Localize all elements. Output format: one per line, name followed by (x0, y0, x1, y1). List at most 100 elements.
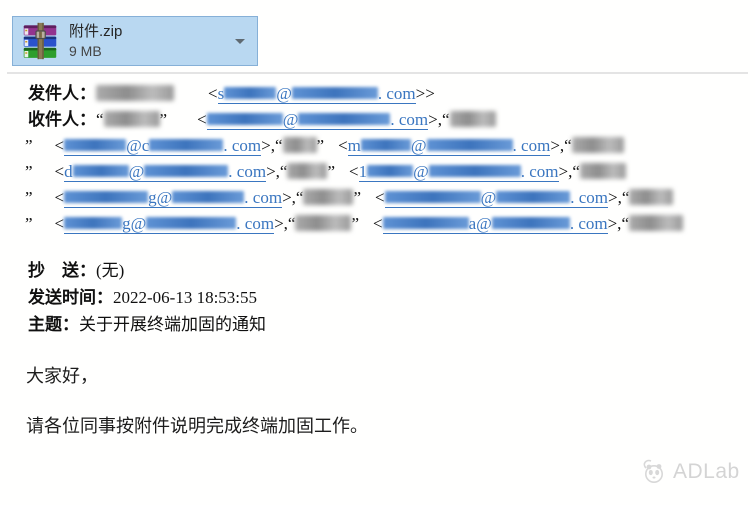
redacted-email-blur (382, 217, 469, 229)
redacted-email-blur (428, 165, 521, 177)
redacted-email-blur (224, 87, 277, 99)
header-text: >> (415, 84, 435, 103)
email-text: d (64, 162, 73, 181)
redacted-email-blur (64, 191, 149, 203)
header-text: < (54, 188, 65, 207)
sent-time-label: 发送时间： (28, 288, 113, 307)
redacted-email-blur (206, 113, 283, 125)
email-text: @ (413, 162, 429, 181)
email-address-link[interactable]: a@. com (382, 214, 608, 234)
header-text: < (338, 136, 348, 155)
meta-lines: 抄 送：(无) 发送时间：2022-06-13 18:53:55 主题：关于开展… (28, 257, 683, 338)
sent-time-line: 发送时间：2022-06-13 18:53:55 (28, 284, 683, 311)
email-text: @ (410, 136, 427, 155)
email-address-link[interactable]: m@. com (347, 136, 551, 156)
email-text: . com (244, 188, 283, 207)
email-address-link[interactable]: g@. com (64, 188, 283, 208)
header-text: < (208, 84, 218, 103)
header-text: ” (159, 110, 168, 129)
email-text: . com (512, 136, 551, 155)
email-address-link[interactable]: @ . com (384, 188, 609, 208)
email-text: s (217, 84, 225, 103)
to-line-continued: ”<g@. com>,“”<a@. com>,“ (25, 211, 683, 237)
mail-headers: 发件人：<s@. com>> 收件人：“”<@. com>,“”<@c. com… (25, 81, 683, 338)
redacted-name-blur (303, 189, 354, 205)
email-text: g@ (122, 214, 147, 233)
redacted-name-blur (579, 163, 626, 179)
header-text: >, (607, 214, 622, 233)
redacted-email-blur (146, 217, 237, 229)
email-text: . com (570, 188, 609, 207)
header-text: “ (287, 214, 296, 233)
redacted-email-blur (64, 139, 127, 151)
header-text: “ (295, 188, 304, 207)
sent-time-value: 2022-06-13 18:53:55 (113, 288, 258, 307)
adlab-watermark-text: ADLab (673, 460, 740, 483)
cc-label: 抄 送： (28, 261, 96, 280)
header-text: ” (351, 214, 360, 233)
header-text: < (373, 214, 383, 233)
header-text: >, (608, 188, 622, 207)
redacted-name-blur (629, 189, 674, 205)
email-address-link[interactable]: @. com (206, 110, 429, 130)
to-line-continued: ”<@c. com>,“”<m@. com>,“ (25, 133, 683, 159)
email-text: 1 (358, 162, 368, 181)
redacted-name-blur (295, 215, 352, 231)
redacted-name-blur (103, 111, 160, 127)
chevron-down-icon[interactable] (235, 39, 245, 44)
email-text: @ (282, 110, 299, 129)
email-address-link[interactable]: d@. com (64, 162, 267, 182)
header-text: ” (25, 162, 33, 181)
header-text: ” (353, 188, 362, 207)
email-text: . com (377, 84, 416, 103)
header-text: < (375, 188, 385, 207)
header-label: 收件人： (28, 110, 96, 129)
email-address-link[interactable]: g@. com (64, 214, 275, 234)
redacted-email-blur (172, 191, 245, 203)
winrar-archive-icon (23, 22, 57, 60)
email-text: a@ (468, 214, 492, 233)
header-text: ” (25, 214, 33, 233)
header-text: ” (316, 136, 325, 155)
redacted-name-blur (282, 137, 317, 153)
redacted-email-blur (298, 113, 391, 125)
body-greeting: 大家好， (26, 366, 98, 386)
header-text: < (54, 136, 65, 155)
redacted-email-blur (491, 217, 570, 229)
email-text: . com (228, 162, 267, 181)
to-line: 收件人：“”<@. com>,“ (28, 107, 683, 133)
header-text: “ (621, 214, 629, 233)
header-text: “ (279, 162, 288, 181)
redacted-name-blur (628, 215, 683, 231)
email-address-link[interactable]: s @ . com (217, 84, 416, 104)
redacted-email-blur (360, 139, 411, 151)
header-text: ” (25, 188, 33, 207)
email-text: . com (520, 162, 559, 181)
email-address-link[interactable]: @c. com (64, 136, 262, 156)
from-line: 发件人：<s@. com>> (28, 81, 683, 107)
redacted-email-blur (367, 165, 414, 177)
to-lines: 收件人：“”<@. com>,“”<@c. com>,“”<m@. com>,“… (25, 107, 683, 237)
header-text: >, (550, 136, 565, 155)
redacted-email-blur (426, 139, 513, 151)
header-text: >, (428, 110, 442, 129)
redacted-email-blur (144, 165, 229, 177)
header-text: “ (274, 136, 283, 155)
header-text: < (349, 162, 359, 181)
attachment-tile[interactable]: 附件.zip 9 MB (12, 16, 258, 66)
redacted-email-blur (291, 87, 378, 99)
to-line-continued: ”<d@. com>,“”<1@. com>,“ (25, 159, 683, 185)
redacted-email-blur (384, 191, 481, 203)
subject-label: 主题： (28, 315, 79, 334)
email-address-link[interactable]: 1 @ . com (358, 162, 559, 182)
email-text: @ (276, 84, 292, 103)
attachment-size: 9 MB (69, 42, 102, 59)
email-text: @ (480, 188, 497, 207)
attachment-filename: 附件.zip (69, 23, 123, 41)
header-text: ” (327, 162, 336, 181)
header-text: < (54, 162, 65, 181)
redacted-email-blur (72, 165, 129, 177)
subject-line: 主题：关于开展终端加固的通知 (28, 311, 683, 338)
body-message: 请各位同事按附件说明完成终端加固工作。 (26, 416, 368, 436)
header-text: >, (261, 136, 275, 155)
